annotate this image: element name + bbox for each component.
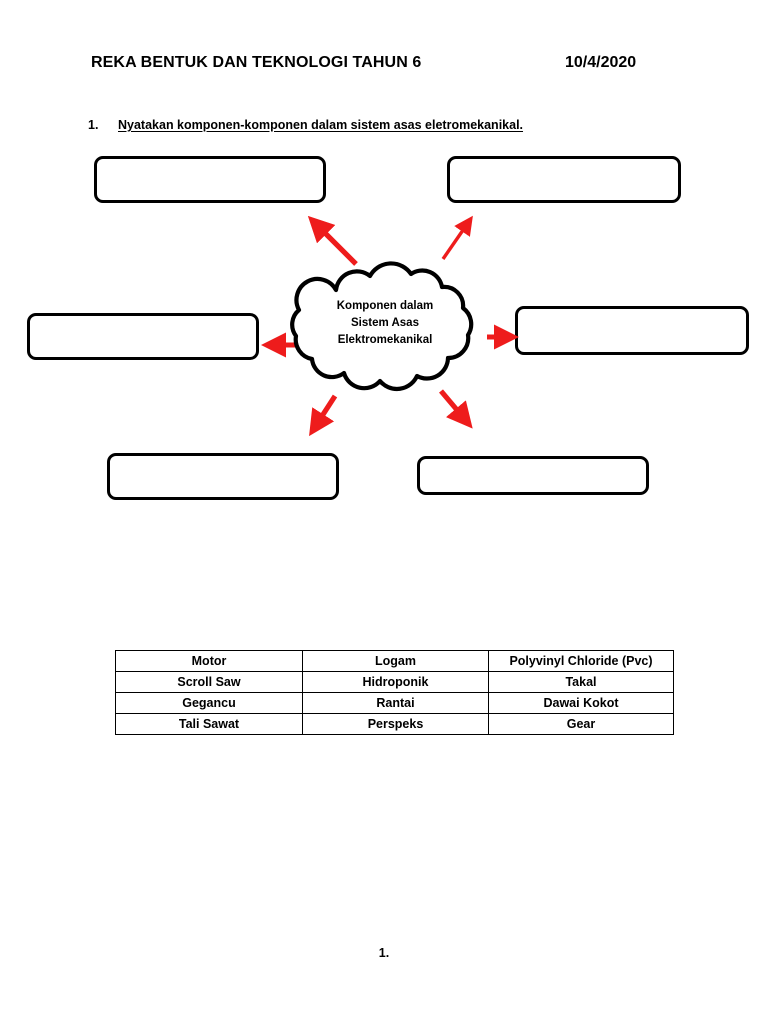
word-bank-body: Motor Logam Polyvinyl Chloride (Pvc) Scr… (115, 650, 674, 735)
table-cell: Motor (115, 650, 303, 672)
table-row: Scroll Saw Hidroponik Takal (115, 671, 674, 693)
answer-box-bottom-right[interactable] (417, 456, 649, 495)
arrow-up-right (441, 215, 473, 260)
cloud-label-line-1: Komponen dalam (336, 300, 434, 312)
cloud-label-line-3: Elektromekanikal (337, 334, 433, 346)
document-date: 10/4/2020 (565, 54, 637, 71)
answer-box-top-left[interactable] (94, 156, 326, 203)
table-cell: Scroll Saw (115, 671, 303, 693)
word-bank-table: Motor Logam Polyvinyl Chloride (Pvc) Scr… (115, 650, 674, 735)
table-cell: Polyvinyl Chloride (Pvc) (488, 650, 674, 672)
arrow-down-left (309, 394, 338, 437)
table-row: Tali Sawat Perspeks Gear (115, 713, 674, 735)
question-text: Nyatakan komponen-komponen dalam sistem … (118, 118, 524, 132)
table-cell: Tali Sawat (115, 713, 303, 735)
center-cloud: Komponen dalam Sistem Asas Elektromekani… (282, 260, 488, 392)
table-cell: Rantai (302, 692, 489, 714)
table-row: Motor Logam Polyvinyl Chloride (Pvc) (115, 650, 674, 672)
cloud-label-line-2: Sistem Asas (351, 317, 419, 329)
page-title: REKA BENTUK DAN TEKNOLOGI TAHUN 6 (91, 54, 422, 71)
table-cell: Logam (302, 650, 489, 672)
table-cell: Gear (488, 713, 674, 735)
answer-box-mid-left[interactable] (27, 313, 259, 360)
arrow-up-left (307, 215, 358, 266)
cloud-label: Komponen dalam Sistem Asas Elektromekani… (282, 298, 488, 349)
table-row: Gegancu Rantai Dawai Kokot (115, 692, 674, 714)
question-1: 1. Nyatakan komponen-komponen dalam sist… (88, 118, 523, 132)
answer-box-top-right[interactable] (447, 156, 681, 203)
arrow-down-right (439, 389, 473, 429)
table-cell: Hidroponik (302, 671, 489, 693)
answer-box-bottom-left[interactable] (107, 453, 339, 500)
answer-box-mid-right[interactable] (515, 306, 749, 355)
cloud-shape-icon (290, 261, 474, 392)
question-number: 1. (88, 118, 99, 132)
table-cell: Gegancu (115, 692, 303, 714)
footer-page-number: 1. (378, 946, 390, 960)
table-cell: Dawai Kokot (488, 692, 674, 714)
table-cell: Perspeks (302, 713, 489, 735)
table-cell: Takal (488, 671, 674, 693)
